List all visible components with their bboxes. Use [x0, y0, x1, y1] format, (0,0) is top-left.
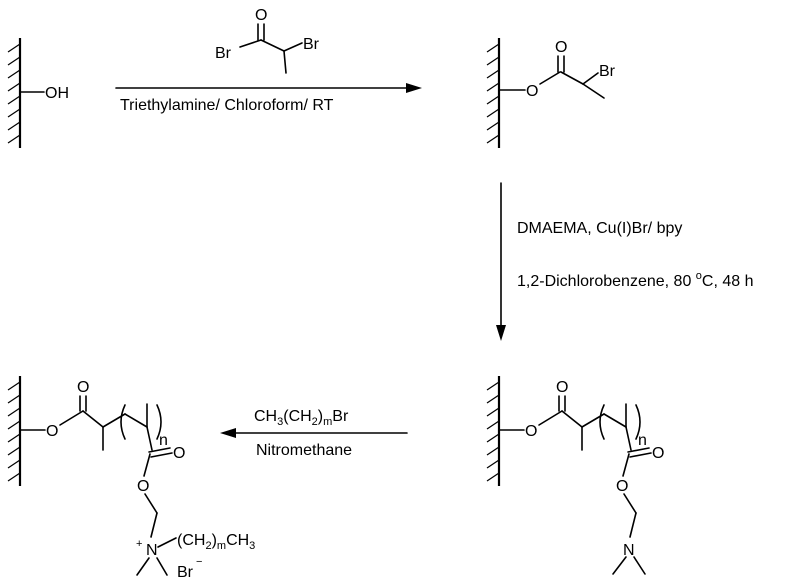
quat-minus-charge: − [196, 556, 202, 568]
quat-nitrogen: N [146, 542, 158, 559]
brush-ester-o: O [525, 423, 537, 440]
surface-hatch-2 [486, 38, 501, 148]
brush-side-o-ester: O [616, 478, 628, 495]
surface-initiator: O O Br [486, 38, 616, 148]
quat-alkyl-chain: (CH2)mCH3 [177, 532, 255, 552]
surface-hatch-1 [7, 38, 22, 148]
reaction-arrow-1 [115, 83, 422, 93]
reagent-br-right: Br [303, 36, 320, 53]
reaction-arrow-3 [220, 428, 408, 438]
surface-hatch-4 [7, 376, 22, 486]
hydroxyl-label: OH [45, 85, 69, 102]
brush-side-o-carbonyl: O [652, 445, 664, 462]
brush-carbonyl-o: O [556, 379, 568, 396]
conditions-step-2-line-1: DMAEMA, Cu(I)Br/ bpy [517, 220, 682, 237]
acyl-bromide-reagent: O Br Br [215, 7, 320, 74]
quat-counter-ion: Br [177, 564, 194, 581]
brush-repeat-n: n [638, 432, 647, 449]
surface-hatch-3 [486, 376, 501, 486]
conditions-step-2-line-2: 1,2-Dichlorobenzene, 80 oC, 48 h [517, 270, 754, 290]
quat-repeat-n: n [159, 432, 168, 449]
initiator-br: Br [599, 63, 616, 80]
reaction-arrow-2 [496, 182, 506, 341]
pdmaema-brush: O O n O O N [486, 376, 664, 575]
conditions-step-3-reagent: CH3(CH2)mBr [254, 408, 349, 428]
conditions-step-3-solvent: Nitromethane [256, 442, 352, 459]
reagent-carbonyl-o: O [255, 7, 267, 24]
quat-plus-charge: + [136, 538, 142, 550]
quat-ester-o: O [46, 423, 58, 440]
quaternized-brush: O O n O O + N (CH2)mCH3 Br − [7, 376, 255, 581]
surface-hydroxyl: OH [7, 38, 69, 148]
quat-carbonyl-o: O [77, 379, 89, 396]
quat-side-o-carbonyl: O [173, 445, 185, 462]
quat-side-o-ester: O [137, 478, 149, 495]
conditions-step-1: Triethylamine/ Chloroform/ RT [120, 97, 334, 114]
initiator-carbonyl-o: O [555, 39, 567, 56]
initiator-ester-o: O [526, 83, 538, 100]
reagent-br-left: Br [215, 45, 232, 62]
brush-nitrogen: N [623, 542, 635, 559]
